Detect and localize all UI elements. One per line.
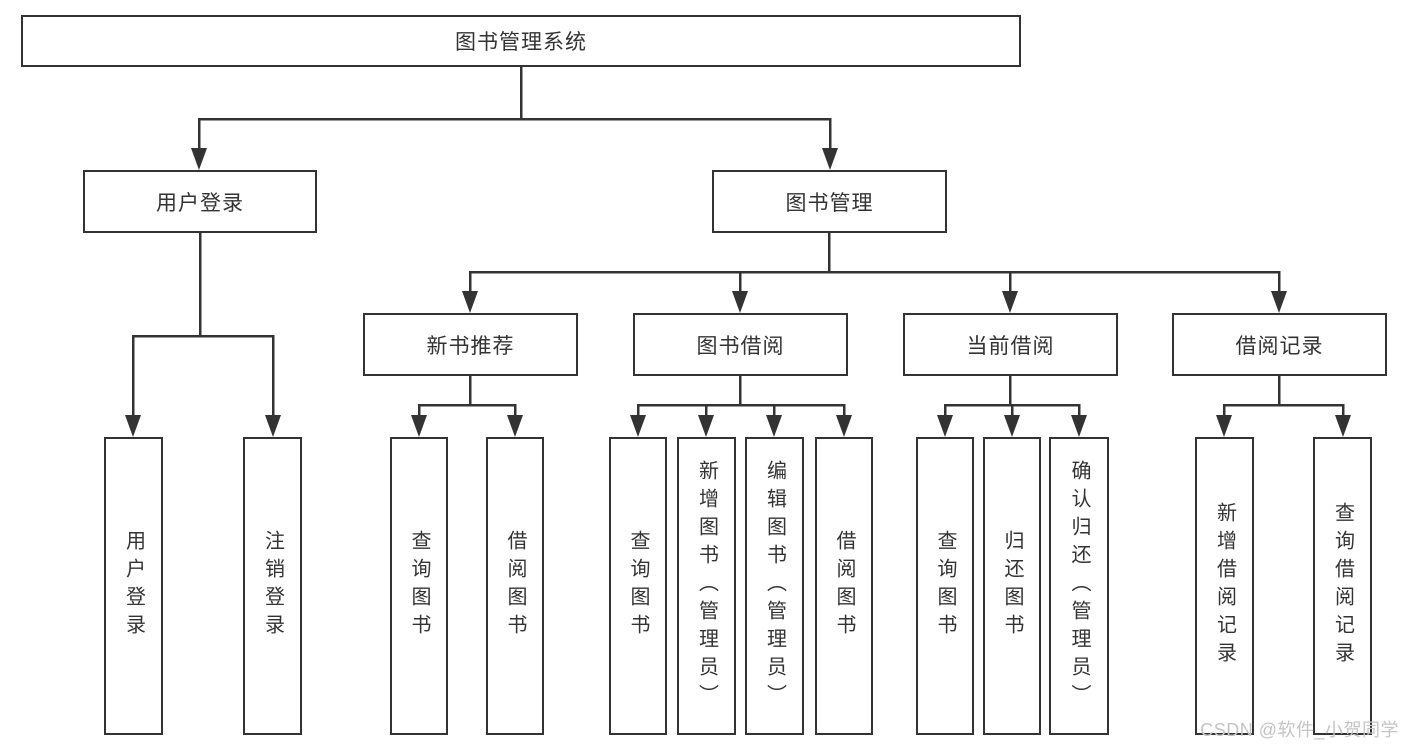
node-label: 确认归还（管理员） <box>1068 460 1090 712</box>
node-book-management: 图书管理 <box>712 170 947 233</box>
node-book-borrow: 图书借阅 <box>633 313 848 376</box>
node-label: 用户登录 <box>122 530 145 642</box>
node-label: 借阅图书 <box>504 530 526 642</box>
node-label: 查询借阅记录 <box>1331 502 1354 670</box>
node-add-books-admin: 新增图书（管理员） <box>677 437 736 735</box>
node-label: 新书推荐 <box>426 334 515 358</box>
node-label: 用户登录 <box>156 191 244 215</box>
node-label: 图书管理 <box>785 191 874 215</box>
node-label: 图书借阅 <box>696 334 785 358</box>
node-label: 借阅记录 <box>1235 334 1324 358</box>
node-label: 借阅图书 <box>833 530 855 642</box>
node-label: 图书管理系统 <box>455 31 587 54</box>
node-library-system-root: 图书管理系统 <box>21 15 1021 67</box>
node-label: 查询图书 <box>934 530 956 642</box>
node-label: 新增图书（管理员） <box>695 460 718 712</box>
node-label: 当前借阅 <box>966 334 1055 358</box>
node-edit-books-admin: 编辑图书（管理员） <box>745 437 804 735</box>
node-current-borrow: 当前借阅 <box>903 313 1118 376</box>
node-label: 新增借阅记录 <box>1213 502 1236 670</box>
node-query-books-borrow: 查询图书 <box>609 437 667 735</box>
node-label: 查询图书 <box>408 530 430 642</box>
node-label: 归还图书 <box>1001 530 1023 642</box>
node-add-borrow-record: 新增借阅记录 <box>1195 437 1254 735</box>
node-query-borrow-record: 查询借阅记录 <box>1313 437 1372 735</box>
node-borrow-books: 借阅图书 <box>815 437 873 735</box>
node-query-books-recommend: 查询图书 <box>390 437 448 735</box>
node-borrow-books-recommend: 借阅图书 <box>486 437 544 735</box>
node-logout-login: 注销登录 <box>243 437 302 735</box>
node-label: 编辑图书（管理员） <box>763 460 786 712</box>
node-label: 注销登录 <box>261 530 284 642</box>
node-return-books: 归还图书 <box>983 437 1041 735</box>
node-label: 查询图书 <box>627 530 649 642</box>
node-new-book-recommend: 新书推荐 <box>363 313 578 376</box>
node-borrow-records: 借阅记录 <box>1172 313 1387 376</box>
node-confirm-return-admin: 确认归还（管理员） <box>1049 437 1109 735</box>
watermark: CSDN @软件_小贺同学 <box>1200 720 1399 740</box>
node-query-books-current: 查询图书 <box>916 437 974 735</box>
node-user-login: 用户登录 <box>104 437 163 735</box>
node-user-login-branch: 用户登录 <box>83 170 317 233</box>
